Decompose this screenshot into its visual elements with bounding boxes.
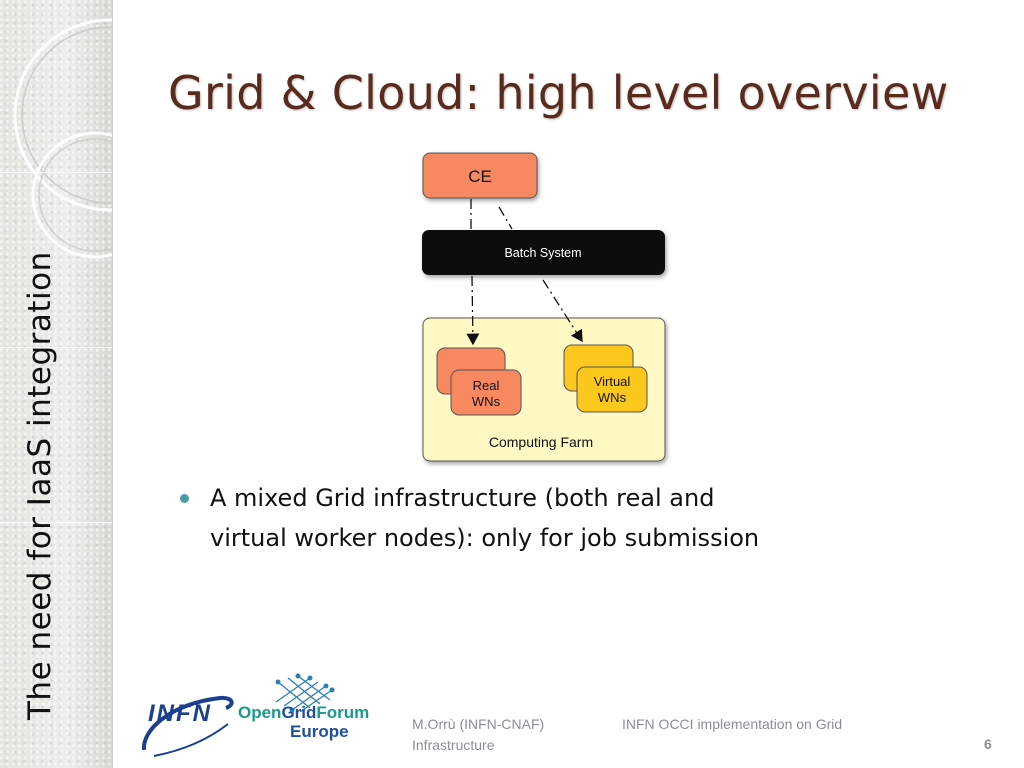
virtual-wns-label-line2: WNs xyxy=(598,390,627,405)
real-wns-node: Real WNs xyxy=(436,347,522,416)
virtual-wns-node: Virtual WNs xyxy=(563,344,648,413)
bullet-item: A mixed Grid infrastructure (both real a… xyxy=(178,478,868,558)
footer-talk-title-line1: INFN OCCI implementation on Grid xyxy=(622,716,843,732)
strip-separator xyxy=(0,172,112,173)
bullet-dot-icon xyxy=(180,494,189,503)
ce-to-batch-line-right xyxy=(498,206,513,230)
ogf-logo-grid-icon xyxy=(275,673,335,712)
batch-system-node: Batch System xyxy=(422,230,665,275)
ogf-logo-grid: Grid xyxy=(281,703,317,722)
real-wns-label-line1: Real xyxy=(473,378,500,393)
strip-separator xyxy=(0,522,112,523)
strip-separator xyxy=(0,347,112,348)
computing-farm-label: Computing Farm xyxy=(489,434,593,450)
ogf-logo-line1: OpenGridForum xyxy=(238,703,369,723)
footer-author: M.Orrù (INFN-CNAF) xyxy=(412,716,545,732)
footer-talk-title-line2: Infrastructure xyxy=(412,737,495,753)
ce-label: CE xyxy=(468,167,492,186)
batch-system-label: Batch System xyxy=(504,246,581,260)
slide-title: Grid & Cloud: high level overview xyxy=(168,66,949,120)
bullet-text-line1: A mixed Grid infrastructure (both real a… xyxy=(210,484,715,512)
decorative-circles xyxy=(13,18,112,259)
sidebar-strip: The need for IaaS integration xyxy=(0,0,113,768)
real-wns-label-line2: WNs xyxy=(472,394,501,409)
ce-node: CE xyxy=(422,152,538,199)
infn-logo-swoosh xyxy=(141,695,234,757)
virtual-wns-label-line1: Virtual xyxy=(594,374,631,389)
ogf-logo-open: Open xyxy=(238,703,282,722)
infn-logo: INFN xyxy=(148,700,212,727)
ogf-logo-forum: Forum xyxy=(316,703,370,722)
bullet-text-line2: virtual worker nodes): only for job subm… xyxy=(210,524,760,552)
batch-to-virtual-arrow xyxy=(542,279,583,343)
page-number: 6 xyxy=(984,736,992,752)
batch-to-real-arrow xyxy=(466,275,480,346)
ogf-logo-europe: Europe xyxy=(290,722,349,741)
